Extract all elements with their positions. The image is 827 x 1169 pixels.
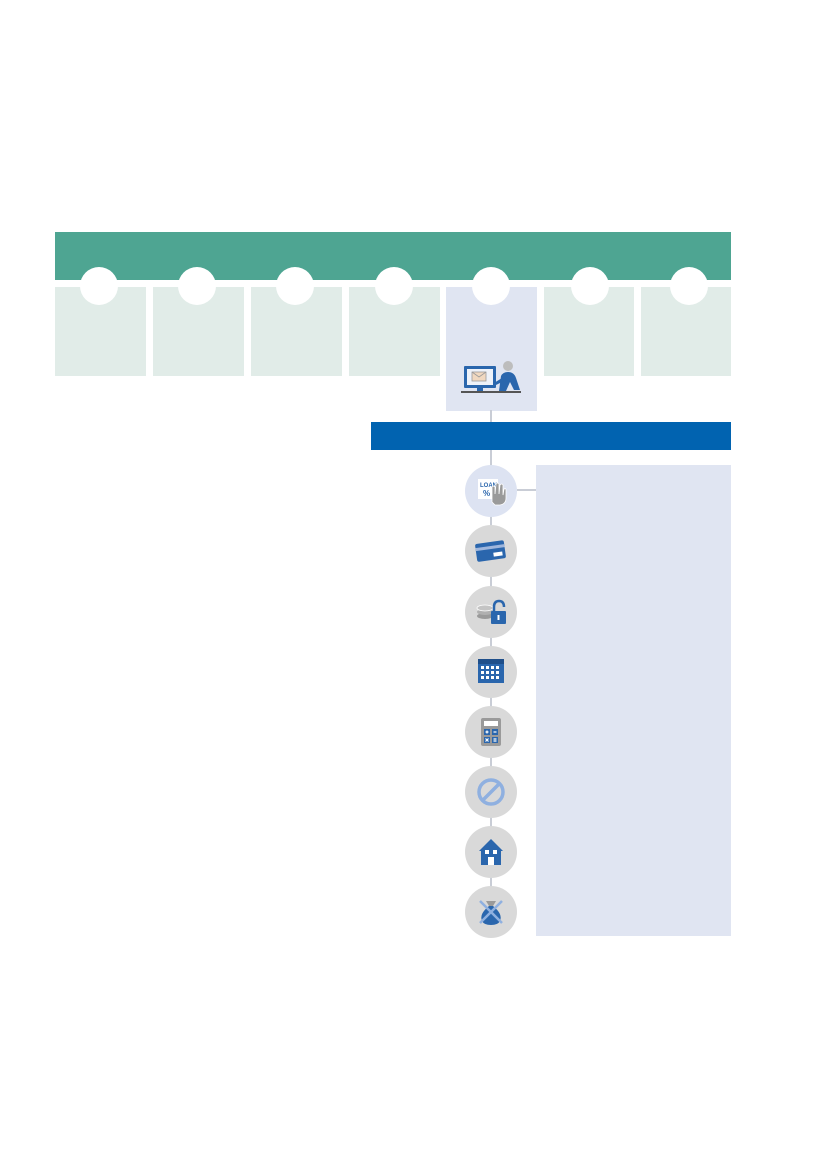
calculator-icon [481,718,501,746]
restriction-step-button[interactable] [465,766,517,818]
calculate-step-button[interactable] [465,706,517,758]
step-marker-4 [375,267,413,305]
coins-lock-icon [476,599,506,624]
prohibited-icon [477,778,505,806]
loan-icon-symbol: % [483,489,490,498]
savings-step-button[interactable] [465,586,517,638]
crossed-money-bag-icon [479,900,503,925]
calendar-icon [478,659,504,683]
step-marker-5 [472,267,510,305]
step-column-5-active [446,287,537,411]
section-header-bar [371,422,731,450]
step-marker-6 [571,267,609,305]
credit-card-icon [475,540,506,562]
step-marker-2 [178,267,216,305]
house-icon [479,839,503,865]
loan-icon-label: LOAN [480,483,497,489]
detail-panel [536,465,731,936]
connector-to-panel [517,489,536,491]
step-marker-1 [80,267,118,305]
schedule-step-button[interactable] [465,646,517,698]
card-step-button[interactable] [465,525,517,577]
loan-percent-hand-icon: LOAN % [478,479,507,506]
person-at-computer-icon [461,361,521,393]
step-marker-3 [276,267,314,305]
loan-step-button[interactable]: LOAN % [465,465,517,517]
step-marker-7 [670,267,708,305]
no-money-step-button[interactable] [465,886,517,938]
connector-to-bar [490,410,492,422]
property-step-button[interactable] [465,826,517,878]
